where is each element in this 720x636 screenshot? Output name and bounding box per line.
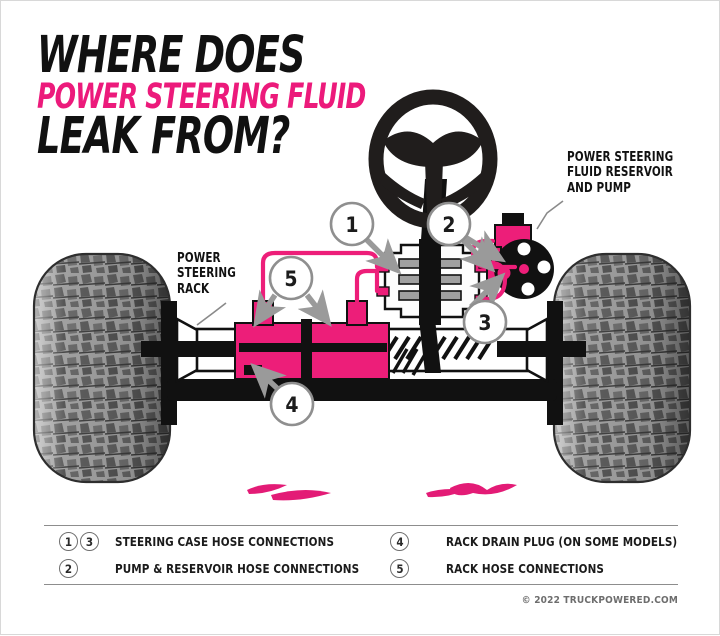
legend-number-badge: 5 [390,559,410,578]
callout-2[interactable]: 2 [426,201,472,247]
callout-5[interactable]: 5 [268,255,314,301]
legend-number-badge: 1 [59,532,78,551]
legend-number-badge: 3 [80,532,99,551]
legend-numbers: 1 3 [59,532,115,551]
legend-item[interactable]: 5 RACK HOSE CONNECTIONS [390,559,697,579]
legend-label: RACK HOSE CONNECTIONS [446,561,605,576]
title-line-1: WHERE DOES [37,26,305,85]
legend: 1 3 STEERING CASE HOSE CONNECTIONS 2 PUM… [44,525,678,585]
title-line-3: LEAK FROM? [37,107,290,167]
legend-column-right: 4 RACK DRAIN PLUG (ON SOME MODELS) 5 RAC… [380,526,697,584]
legend-numbers: 2 [59,559,115,578]
label-power-steering-rack: POWER STEERING RACK [177,250,236,297]
legend-label: RACK DRAIN PLUG (ON SOME MODELS) [446,534,678,549]
callout-1-number: 1 [345,213,358,237]
copyright-notice: © 2022 TRUCKPOWERED.COM [521,595,678,606]
callout-4-number: 4 [285,393,298,417]
callout-2-number: 2 [442,213,455,237]
right-tire [552,252,692,484]
callout-1[interactable]: 1 [329,201,375,247]
power-steering-rack [234,300,390,383]
rack-drain-plug [244,365,262,375]
legend-number-badge: 4 [390,532,410,551]
label-reservoir-and-pump: POWER STEERING FLUID RESERVOIR AND PUMP [567,149,674,196]
legend-label: STEERING CASE HOSE CONNECTIONS [115,534,335,549]
callout-5-number: 5 [284,267,297,291]
legend-column-left: 1 3 STEERING CASE HOSE CONNECTIONS 2 PUM… [44,526,380,584]
legend-item[interactable]: 2 PUMP & RESERVOIR HOSE CONNECTIONS [59,559,380,579]
callout-3[interactable]: 3 [462,299,508,345]
page-title: WHERE DOES POWER STEERING FLUID LEAK FRO… [37,26,457,167]
legend-number-badge: 2 [59,559,78,578]
left-tire [32,252,172,484]
label-leader-lines [196,200,564,326]
callout-3-number: 3 [478,311,491,335]
title-line-2: POWER STEERING FLUID [37,76,366,117]
legend-item[interactable]: 4 RACK DRAIN PLUG (ON SOME MODELS) [390,532,697,552]
callout-4[interactable]: 4 [269,381,315,427]
legend-item[interactable]: 1 3 STEERING CASE HOSE CONNECTIONS [59,532,380,552]
legend-label: PUMP & RESERVOIR HOSE CONNECTIONS [115,561,360,576]
callout-circles: 1 2 3 4 5 [268,201,508,427]
fluid-puddles [247,482,517,501]
legend-numbers: 4 [390,532,446,551]
legend-numbers: 5 [390,559,446,578]
